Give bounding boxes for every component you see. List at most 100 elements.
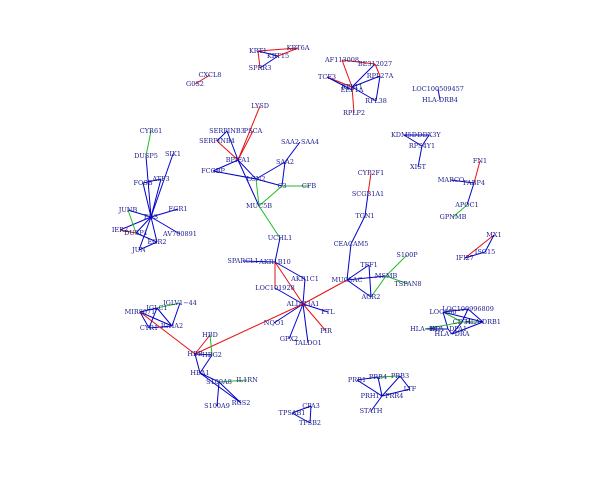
node-label-cd74[interactable]: CD74 bbox=[453, 318, 471, 326]
node-label-lcn2[interactable]: LCN2 bbox=[246, 175, 265, 183]
node-label-mir8071[interactable]: MIR8071 bbox=[125, 308, 156, 316]
node-label-gpnmb[interactable]: GPNMB bbox=[440, 213, 467, 221]
node-label-rps4y1[interactable]: RPS4Y1 bbox=[409, 142, 435, 150]
node-label-av700891[interactable]: AV700891 bbox=[162, 230, 197, 238]
node-label-sik1[interactable]: SIK1 bbox=[165, 150, 181, 158]
node-label-hla-dpa1[interactable]: HLA−DPA1 bbox=[429, 325, 467, 333]
node-label-be312027[interactable]: BE312027 bbox=[358, 60, 392, 68]
node-label-tgn1[interactable]: TGN1 bbox=[355, 212, 374, 220]
node-label-hla-dra[interactable]: HLA−DRA bbox=[435, 330, 470, 338]
node-label-aldh3a1[interactable]: ALDH3A1 bbox=[286, 300, 320, 308]
node-label-apoc1[interactable]: APOC1 bbox=[454, 201, 479, 209]
node-label-ifi27[interactable]: IFI27 bbox=[456, 254, 474, 262]
node-label-psca[interactable]: PSCA bbox=[244, 127, 263, 135]
node-label-egr2[interactable]: EGR2 bbox=[148, 238, 167, 246]
node-label-cfb[interactable]: CFB bbox=[302, 182, 316, 190]
node-label-g0s2[interactable]: G0S2 bbox=[186, 80, 204, 88]
node-label-fosb[interactable]: FOSB bbox=[133, 179, 152, 187]
node-label-ddx3y[interactable]: DDX3Y bbox=[417, 131, 441, 139]
node-label-tpsab1[interactable]: TPSAB1 bbox=[279, 409, 306, 417]
node-label-egr1[interactable]: EGR1 bbox=[169, 205, 188, 213]
node-label-dusp5[interactable]: DUSP5 bbox=[134, 152, 158, 160]
node-label-loc100996809[interactable]: LOC100996809 bbox=[442, 305, 494, 313]
node-label-nqo1[interactable]: NQO1 bbox=[264, 319, 284, 327]
node-label-loc101928[interactable]: LOC101928 bbox=[255, 284, 294, 292]
node-label-sprr3[interactable]: SPRR3 bbox=[249, 64, 272, 72]
node-label-af113008[interactable]: AF113008 bbox=[324, 56, 359, 64]
node-label-mx1[interactable]: MX1 bbox=[486, 231, 501, 239]
node-label-junb[interactable]: JUNB bbox=[118, 206, 138, 214]
node-label-saa2[interactable]: SAA2 bbox=[276, 158, 294, 166]
node-label-tff1[interactable]: TFF1 bbox=[360, 261, 378, 269]
node-label-il1rn[interactable]: IL1RN bbox=[236, 376, 258, 384]
node-label-c3[interactable]: C3 bbox=[277, 182, 286, 190]
node-label-rpl38[interactable]: RPL38 bbox=[365, 97, 387, 105]
node-label-msmb[interactable]: MSMB bbox=[375, 272, 398, 280]
node-label-loc100[interactable]: LOC100 bbox=[429, 308, 456, 316]
node-label-xist[interactable]: XIST bbox=[410, 163, 427, 171]
node-label-isg15[interactable]: ISG15 bbox=[475, 248, 495, 256]
node-label-rgs2[interactable]: RGS2 bbox=[232, 399, 251, 407]
node-label-krt6a[interactable]: KRT6A bbox=[287, 44, 310, 52]
node-label-sparcl1[interactable]: SPARCL1 bbox=[227, 257, 258, 265]
node-label-prb1[interactable]: PRB1 bbox=[348, 376, 366, 384]
node-label-krt1[interactable]: KRT1 bbox=[249, 47, 267, 55]
node-label-s100a9[interactable]: S100A9 bbox=[204, 402, 230, 410]
node-label-cyp2f1[interactable]: CYP2F1 bbox=[358, 169, 384, 177]
node-label-hla-drb1[interactable]: HLA-DRB1 bbox=[465, 318, 501, 326]
node-label-loc100509457[interactable]: LOC100509457 bbox=[412, 85, 464, 93]
node-label-gpx2[interactable]: GPX2 bbox=[280, 335, 298, 343]
node-label-atf3[interactable]: ATF3 bbox=[151, 175, 169, 183]
node-label-fabp4[interactable]: FABP4 bbox=[463, 179, 485, 187]
node-label-hla-drb4[interactable]: HLA-DRB4 bbox=[422, 96, 458, 104]
node-label-ltf[interactable]: LTF bbox=[404, 385, 417, 393]
node-label-tspan8[interactable]: TSPAN8 bbox=[394, 280, 421, 288]
node-label-prh1-prr4[interactable]: PRH1−PRR4 bbox=[361, 392, 404, 400]
node-label-iglc1[interactable]: IGLC1 bbox=[146, 304, 167, 312]
node-label-prb4[interactable]: PRB4 bbox=[369, 373, 387, 381]
node-label-muc5ac[interactable]: MUC5AC bbox=[332, 276, 363, 284]
node-label-prb3[interactable]: PRB3 bbox=[391, 372, 409, 380]
node-label-iglv1-44[interactable]: IGLV1−44 bbox=[163, 299, 197, 307]
node-label-scgb1a1[interactable]: SCGB1A1 bbox=[352, 190, 384, 198]
node-label-hbg2[interactable]: HBG2 bbox=[202, 351, 222, 359]
node-label-fos[interactable]: FOS bbox=[144, 213, 158, 221]
node-label-marco[interactable]: MARCO bbox=[438, 176, 465, 184]
node-label-tpsb2[interactable]: TPSB2 bbox=[299, 419, 321, 427]
node-label-fcgbp[interactable]: FCGBP bbox=[201, 167, 225, 175]
node-label-tcf3[interactable]: TCF3 bbox=[318, 73, 336, 81]
node-label-rpl11[interactable]: RPL11 bbox=[341, 83, 363, 91]
node-label-uchl1[interactable]: UCHL1 bbox=[268, 234, 293, 242]
node-label-stath[interactable]: STATH bbox=[360, 407, 383, 415]
node-label-akr1b10[interactable]: AKR1B10 bbox=[258, 258, 291, 266]
node-label-muc5b[interactable]: MUC5B bbox=[246, 202, 272, 210]
node-label-rpl27a[interactable]: RPL27A bbox=[367, 72, 394, 80]
node-label-s100p[interactable]: S100P bbox=[396, 251, 418, 259]
node-label-igha2[interactable]: IGHA2 bbox=[161, 322, 183, 330]
node-label-kdm5d[interactable]: KDM5D bbox=[391, 131, 417, 139]
node-label-lysd[interactable]: LYSD bbox=[251, 102, 269, 110]
node-label-cxcl8[interactable]: CXCL8 bbox=[199, 71, 222, 79]
node-label-s100a8[interactable]: S100A8 bbox=[206, 378, 232, 386]
node-label-hba1[interactable]: HBA1 bbox=[190, 369, 209, 377]
node-label-cyr1[interactable]: CYR1 bbox=[140, 324, 158, 332]
node-label-akr1c1[interactable]: AKR1C1 bbox=[290, 275, 319, 283]
node-label-saa2-saa4[interactable]: SAA2 SAA4 bbox=[281, 138, 319, 146]
node-label-dusp1[interactable]: DUSP1 bbox=[124, 229, 148, 237]
node-label-ftl[interactable]: FTL bbox=[321, 308, 335, 316]
node-label-hbd[interactable]: HBD bbox=[202, 331, 218, 339]
node-label-taldo1[interactable]: TALDO1 bbox=[294, 339, 322, 347]
node-label-hla-dp[interactable]: HLA−DP bbox=[410, 325, 440, 333]
node-label-jun[interactable]: JUN bbox=[131, 246, 146, 254]
node-label-serpinb3[interactable]: SERPINB3 bbox=[209, 127, 245, 135]
node-label-cyr61[interactable]: CYR61 bbox=[140, 127, 162, 135]
node-label-agr2[interactable]: AGR2 bbox=[361, 293, 381, 301]
node-label-pir[interactable]: PIR bbox=[320, 327, 333, 335]
node-label-rplp2[interactable]: RPLP2 bbox=[343, 109, 365, 117]
node-label-fn1[interactable]: FN1 bbox=[473, 157, 487, 165]
node-label-bpifa1[interactable]: BPIFA1 bbox=[226, 156, 251, 164]
node-label-cpa3[interactable]: CPA3 bbox=[302, 402, 320, 410]
node-label-serpinb4[interactable]: SERPINB4 bbox=[199, 137, 235, 145]
node-label-krt15[interactable]: KRT15 bbox=[267, 52, 289, 60]
node-label-ceacam5[interactable]: CEACAM5 bbox=[334, 240, 369, 248]
